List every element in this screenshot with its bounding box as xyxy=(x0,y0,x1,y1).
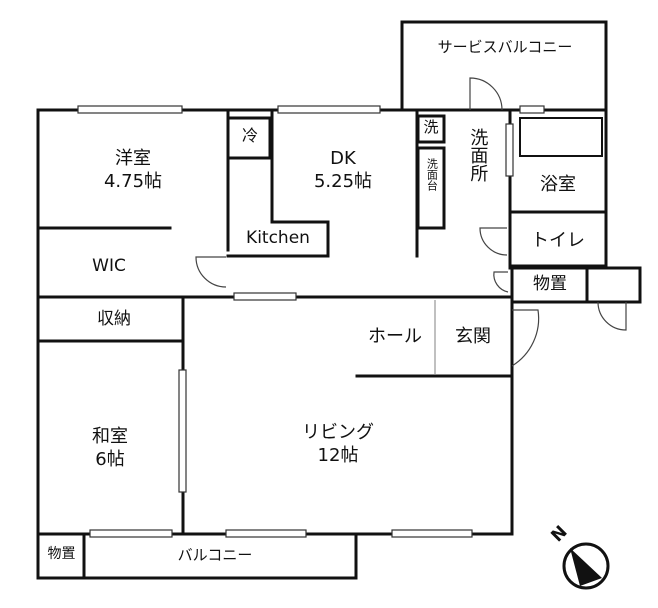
storage-left-label: 物置 xyxy=(47,546,76,562)
service-balcony-label: サービスバルコニー xyxy=(437,38,573,56)
dk-size: 5.25帖 xyxy=(313,170,373,192)
living-size: 12帖 xyxy=(317,444,359,466)
youshitsu-name: 洋室 xyxy=(115,148,151,169)
hall-label: ホール xyxy=(368,326,422,347)
washer-box xyxy=(416,114,446,144)
window-living-right xyxy=(391,529,473,538)
living-label: リビング 12帖 xyxy=(278,422,398,467)
door-youshitsu xyxy=(195,256,227,288)
living-name: リビング xyxy=(302,422,374,443)
vanity-label: 洗面台 xyxy=(417,158,445,191)
youshitsu-size: 4.75帖 xyxy=(103,170,163,192)
vanity-text: 洗面台 xyxy=(425,158,439,191)
washer-label: 洗 xyxy=(423,118,439,136)
storage-right-label: 物置 xyxy=(533,274,567,294)
door-toilet xyxy=(493,271,509,293)
washroom-label: 洗面所 xyxy=(462,128,492,182)
toilet-label: トイレ xyxy=(531,230,585,251)
wic-label: WIC xyxy=(92,256,126,276)
window-youshitsu xyxy=(77,105,183,114)
window-bath xyxy=(519,105,545,114)
washroom-text: 洗面所 xyxy=(467,128,489,182)
window-washitsu-balcony xyxy=(89,529,173,538)
fridge-box xyxy=(226,116,272,160)
window-washitsu-interior xyxy=(178,369,187,493)
compass-icon xyxy=(562,542,610,590)
window-hall-interior xyxy=(233,292,297,301)
service-balcony-wall xyxy=(400,20,608,112)
genkan-label: 玄関 xyxy=(455,326,491,347)
window-living-balcony xyxy=(225,529,307,538)
door-entrance xyxy=(511,309,540,367)
kitchen-counter xyxy=(226,110,330,258)
bathroom-label: 浴室 xyxy=(540,174,576,195)
bathtub xyxy=(519,117,603,157)
washitsu-name: 和室 xyxy=(92,426,128,447)
washitsu-size: 6帖 xyxy=(95,448,125,470)
window-washroom xyxy=(505,123,514,177)
door-washroom xyxy=(479,227,508,256)
balcony-label: バルコニー xyxy=(177,546,253,564)
door-service-balcony xyxy=(469,77,503,111)
vanity-box xyxy=(416,146,446,230)
balcony-box xyxy=(36,532,358,580)
closet-label: 収納 xyxy=(97,309,131,329)
door-storage-right xyxy=(597,301,627,331)
youshitsu-label: 洋室 4.75帖 xyxy=(78,148,188,193)
window-dk xyxy=(277,105,381,114)
fridge-label: 冷 xyxy=(241,126,258,145)
storage-right-box xyxy=(510,266,642,304)
dk-name: DK xyxy=(330,148,356,169)
dk-label: DK 5.25帖 xyxy=(298,148,388,193)
kitchen-label: Kitchen xyxy=(246,228,310,248)
washitsu-label: 和室 6帖 xyxy=(70,426,150,471)
